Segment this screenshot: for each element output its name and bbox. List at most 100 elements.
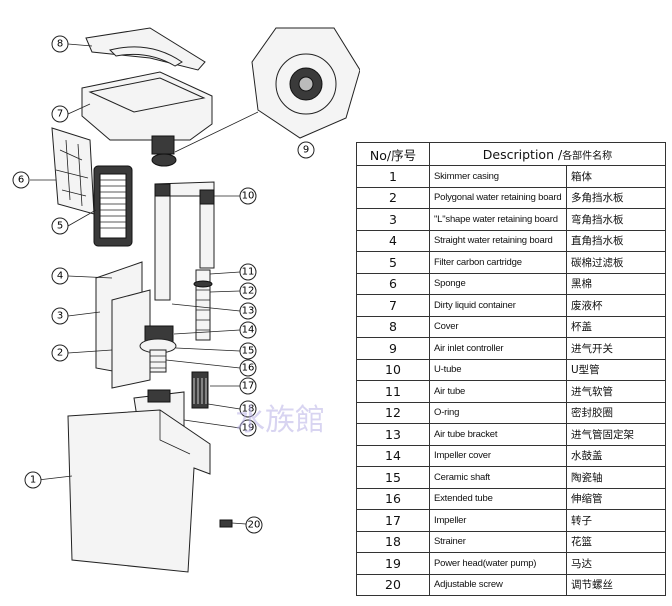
part-description-cn: 黑棉 [566,272,666,295]
part-number: 17 [356,509,430,532]
callout-18: 18 [239,400,257,418]
part-number: 2 [356,186,430,209]
svg-text:16: 16 [242,363,255,374]
svg-text:10: 10 [242,191,255,202]
part-description-en: Straight water retaining board [429,229,567,252]
svg-text:8: 8 [57,39,63,50]
part-number: 4 [356,229,430,252]
svg-text:12: 12 [242,286,255,297]
svg-text:15: 15 [242,346,255,357]
part-number: 15 [356,466,430,489]
callout-5: 5 [51,217,69,235]
part-description-en: Sponge [429,272,567,295]
part-description-cn: 马达 [566,552,666,575]
leader-lines [30,43,241,481]
part-description-en: Filter carbon cartridge [429,251,567,274]
svg-text:11: 11 [242,267,255,278]
header-description-en: Description / [482,146,563,162]
part-number: 12 [356,401,430,424]
svg-text:13: 13 [242,306,255,317]
part-number: 9 [356,337,430,360]
svg-text:18: 18 [242,404,255,415]
callout-11: 11 [239,263,257,281]
part-description-cn: 花篮 [566,530,666,553]
part-description-en: Strainer [429,530,567,553]
part-description-en: Extended tube [429,487,567,510]
part-description-cn: 多角挡水板 [566,186,666,209]
part-description-cn: U型管 [566,358,666,381]
callout-17: 17 [239,377,257,395]
air-tube-part [193,269,213,341]
part-number: 1 [356,165,430,188]
part-number: 7 [356,294,430,317]
part-description-cn: 密封胶圈 [566,401,666,424]
part-description-cn: 杯盖 [566,315,666,338]
callout-16: 16 [239,359,257,377]
callout-3: 3 [51,307,69,325]
part-number: 10 [356,358,430,381]
part-description-en: Adjustable screw [429,573,567,596]
part-description-cn: 伸缩管 [566,487,666,510]
part-description-en: Air inlet controller [429,337,567,360]
part-description-en: Impeller cover [429,444,567,467]
callout-6: 6 [12,171,30,189]
callout-9: 9 [297,141,315,159]
svg-text:17: 17 [242,381,255,392]
callout-1: 1 [24,471,42,489]
header-description-cn: 各部件名称 [562,150,613,162]
part-description-cn: 箱体 [566,165,666,188]
part-number: 13 [356,423,430,446]
part-description-cn: 转子 [566,509,666,532]
part-description-cn: 进气软管 [566,380,666,403]
svg-text:4: 4 [57,271,63,282]
part-number: 11 [356,380,430,403]
adjustable-screw-part [219,519,247,528]
parts-table-header: No/序号 Description /各部件名称 [356,142,666,166]
dirty-liquid-container-part [81,71,213,167]
callout-14: 14 [239,321,257,339]
part-number: 6 [356,272,430,295]
impeller-assembly [139,325,209,409]
callout-19: 19 [239,419,257,437]
u-tube-part [154,181,215,301]
skimmer-casing-part [67,409,211,573]
callout-12: 12 [239,282,257,300]
part-description-en: Cover [429,315,567,338]
part-number: 3 [356,208,430,231]
svg-text:3: 3 [57,311,63,322]
callout-20: 20 [245,516,263,534]
part-description-cn: 直角挡水板 [566,229,666,252]
callout-2: 2 [51,344,69,362]
part-description-cn: 弯角挡水板 [566,208,666,231]
part-description-cn: 进气管固定架 [566,423,666,446]
part-description-en: Dirty liquid container [429,294,567,317]
part-number: 19 [356,552,430,575]
part-number: 16 [356,487,430,510]
part-description-cn: 进气开关 [566,337,666,360]
part-description-en: "L"shape water retaining board [429,208,567,231]
svg-text:20: 20 [248,520,261,531]
part-description-en: Air tube [429,380,567,403]
part-description-cn: 水鼓盖 [566,444,666,467]
part-description-en: U-tube [429,358,567,381]
part-number: 8 [356,315,430,338]
sponge-part [51,127,95,215]
exploded-diagram: 8 7 6 5 4 3 2 1 9 10 11 12 13 14 15 16 1… [12,27,360,573]
watermark-text: 水族館 [235,403,325,438]
callout-8: 8 [51,35,69,53]
part-description-en: Skimmer casing [429,165,567,188]
callout-4: 4 [51,267,69,285]
